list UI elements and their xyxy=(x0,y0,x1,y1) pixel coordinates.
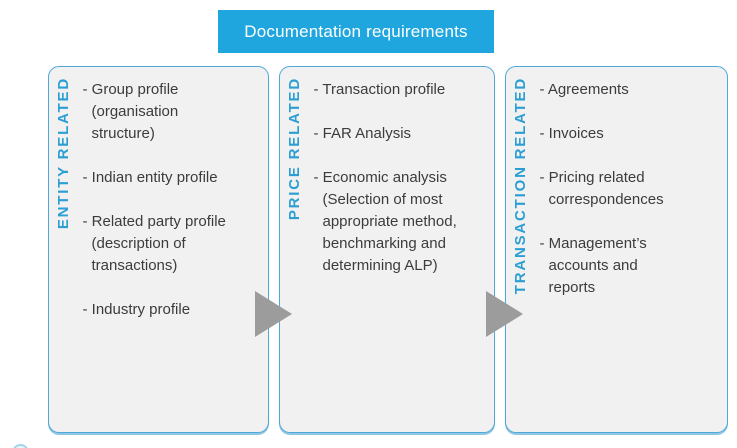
list-item: - Management’s accounts and reports xyxy=(539,235,647,296)
flow-arrow-right-icon xyxy=(255,291,292,337)
list-item: - FAR Analysis xyxy=(313,125,412,142)
list-item: - Invoices xyxy=(539,125,604,142)
partial-circle-decoration xyxy=(12,444,29,448)
column-label-transaction-related: TRANSACTION RELATED xyxy=(512,77,529,295)
list-item: - Transaction profile xyxy=(313,81,446,98)
list-item: - Economic analysis (Selection of most a… xyxy=(313,169,457,274)
list-item: - Industry profile xyxy=(82,301,191,318)
list-item: - Group profile (organisation structure) xyxy=(82,81,179,142)
list-item: - Related party profile (description of … xyxy=(82,213,226,274)
column-entity-related: ENTITY RELATED - Group profile (organisa… xyxy=(48,66,269,433)
list-item: - Indian entity profile xyxy=(82,169,218,186)
flow-arrow-right-icon xyxy=(486,291,523,337)
column-transaction-related: TRANSACTION RELATED - Agreements - Invoi… xyxy=(505,66,728,433)
header-banner: Documentation requirements xyxy=(218,10,494,53)
column-label-entity-related: ENTITY RELATED xyxy=(55,77,72,230)
list-item: - Agreements xyxy=(539,81,629,98)
list-item: - Pricing related correspondences xyxy=(539,169,664,208)
column-label-price-related: PRICE RELATED xyxy=(286,77,303,221)
price-related-items: - Transaction profile - FAR Analysis - E… xyxy=(304,77,490,422)
entity-related-items: - Group profile (organisation structure)… xyxy=(73,77,264,422)
column-price-related: PRICE RELATED - Transaction profile - FA… xyxy=(279,66,495,433)
header-title: Documentation requirements xyxy=(244,21,468,41)
transaction-related-items: - Agreements - Invoices - Pricing relate… xyxy=(530,77,723,422)
